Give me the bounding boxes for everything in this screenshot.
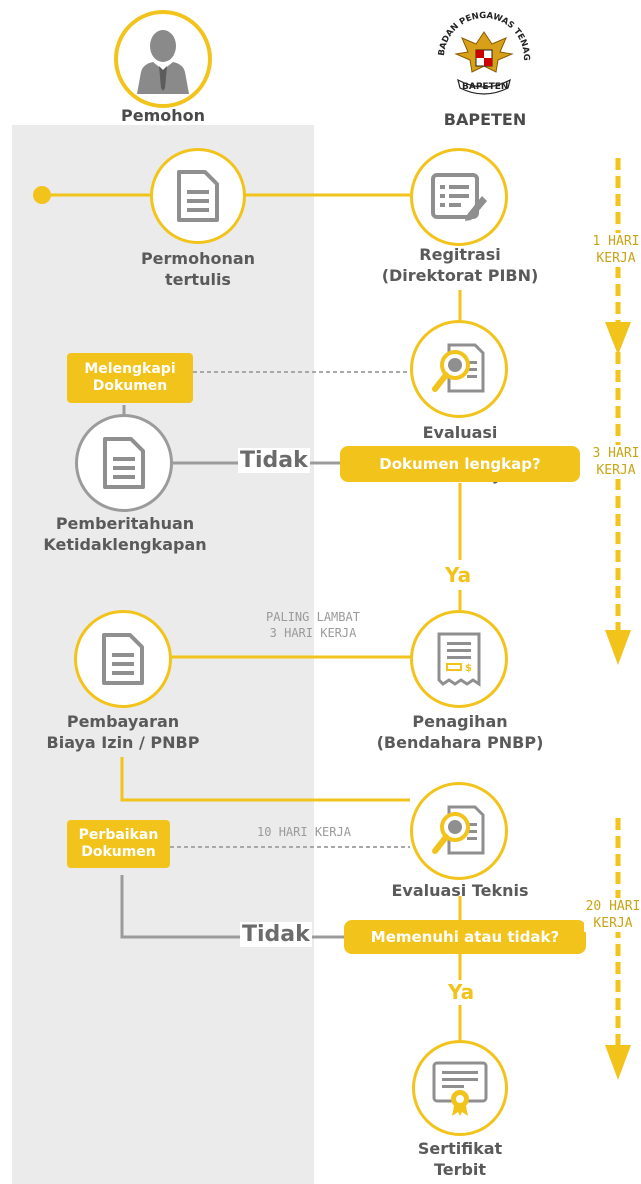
certificate-step-label: Sertifikat Terbit: [417, 1139, 503, 1179]
emblem-banner-text: BAPETEN: [462, 82, 509, 92]
documents-complete-decision: Dokumen lengkap?: [340, 446, 580, 482]
bapeten-emblem: BADAN PENGAWAS TENAGA NUKLIR BAPETEN: [428, 0, 536, 106]
technical-review-duration-note: 10 HARI KERJA: [257, 825, 351, 839]
decision-yes-label-2: Ya: [448, 980, 475, 1004]
timeline-label-3-days: 3 HARI KERJA: [588, 445, 641, 479]
form-edit-icon: [431, 173, 487, 221]
technical-evaluation-label: Evaluasi Teknis: [391, 881, 529, 900]
person-icon: [137, 30, 189, 94]
payment-step-node: [74, 610, 172, 708]
document-icon: [177, 170, 219, 222]
applicant-avatar: [114, 10, 212, 108]
decision-yes-label: Ya: [445, 563, 472, 587]
complete-documents-box: Melengkapi Dokumen: [67, 353, 193, 403]
timeline-label-1-day: 1 HARI KERJA: [588, 233, 641, 267]
registration-step-node: [410, 148, 508, 246]
document-revision-box: Perbaikan Dokumen: [67, 820, 170, 868]
document-search-icon: [432, 343, 485, 393]
incomplete-notification-label: Pemberitahuan Ketidaklengkapan: [43, 514, 207, 554]
application-step-label: Permohonan tertulis: [140, 249, 256, 289]
timeline-arrow: [605, 322, 631, 355]
application-step-node: [150, 148, 246, 244]
certificate-step-node: [412, 1040, 508, 1136]
decision-no-label-2: Tidak: [240, 922, 312, 947]
timeline-arrow: [605, 630, 631, 665]
completeness-evaluation-node: [410, 320, 508, 418]
certificate-icon: [432, 1061, 488, 1116]
decision-no-label: Tidak: [238, 448, 310, 473]
technical-evaluation-node: [410, 782, 508, 880]
payment-step-label: Pembayaran Biaya Izin / PNBP: [46, 712, 200, 752]
document-icon: [103, 437, 145, 489]
svg-text:$: $: [465, 663, 472, 674]
document-icon: [102, 633, 144, 685]
document-search-icon: [432, 805, 485, 855]
billing-step-label: Penagihan (Bendahara PNBP): [376, 712, 544, 752]
garuda-emblem-icon: BADAN PENGAWAS TENAGA NUKLIR: [428, 0, 531, 95]
bapeten-lane-title: BAPETEN: [443, 110, 527, 129]
registration-step-label: Regitrasi (Direktorat PIBN): [381, 245, 539, 285]
connector: [120, 757, 410, 802]
timeline-arrow: [605, 1045, 631, 1080]
invoice-icon: $: [437, 632, 481, 687]
requirements-met-decision: Memenuhi atau tidak?: [344, 920, 586, 954]
applicant-lane-title: Pemohon: [120, 106, 205, 125]
incomplete-notification-node: [75, 414, 173, 512]
billing-step-node: $: [410, 610, 508, 708]
timeline-label-20-days: 20 HARI KERJA: [584, 898, 641, 932]
payment-deadline-note: PALING LAMBAT 3 HARI KERJA: [266, 610, 360, 640]
